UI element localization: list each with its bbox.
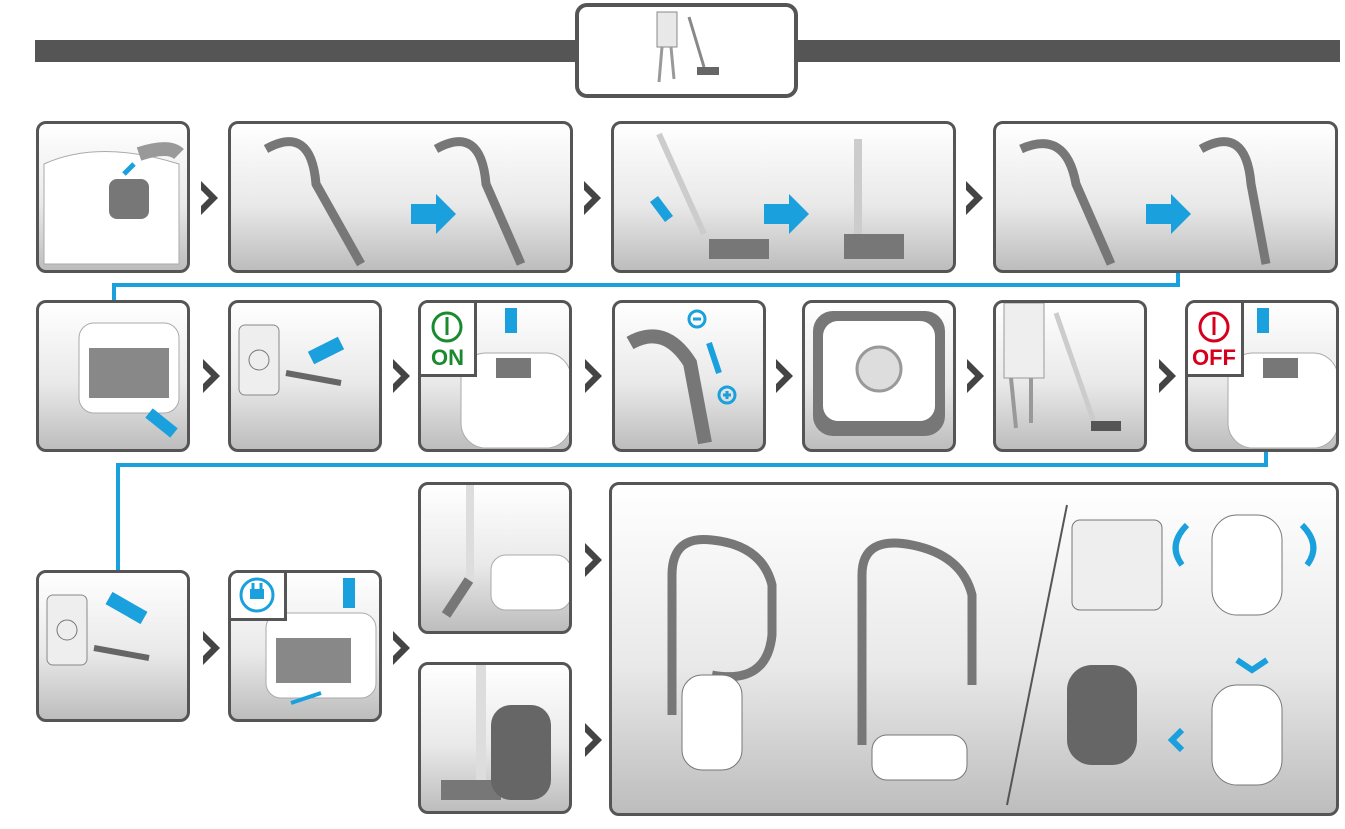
power-off-icon <box>1198 311 1230 343</box>
chevron-right-icon <box>964 356 988 401</box>
chevron-right-icon <box>582 356 606 401</box>
step-park-wand <box>418 482 572 634</box>
step-pull-cord <box>36 300 190 452</box>
chevron-right-icon <box>390 356 414 401</box>
chevron-right-icon <box>390 628 414 673</box>
connector-line <box>116 463 1268 467</box>
header-bar-left <box>35 40 580 62</box>
chevron-right-icon <box>200 356 224 401</box>
minus-icon <box>687 309 707 329</box>
power-on-icon <box>431 311 463 343</box>
connector-line <box>112 283 116 303</box>
step-attach-wand <box>228 121 573 273</box>
chevron-right-icon <box>582 720 606 765</box>
step-unplug <box>36 570 190 722</box>
chevron-right-icon <box>1156 356 1180 401</box>
chevron-right-icon <box>581 178 605 223</box>
step-adjust-wand <box>993 121 1338 273</box>
connector-line <box>112 283 1180 287</box>
step-store-upright <box>418 662 572 814</box>
connector-line <box>1264 452 1268 467</box>
header-bar-right <box>795 40 1340 62</box>
header-icon-box <box>575 3 798 98</box>
chevron-right-icon <box>582 540 606 585</box>
plus-icon <box>717 385 737 405</box>
connector-line <box>116 463 120 573</box>
step-power-dial <box>802 300 956 452</box>
step-rewind-cord <box>228 570 382 722</box>
step-vacuuming <box>993 300 1147 452</box>
step-adjust-suction <box>612 300 766 452</box>
connector-line <box>1176 268 1180 287</box>
plug-badge <box>231 573 287 621</box>
step-connect-hose <box>36 121 190 273</box>
chevron-right-icon <box>200 628 224 673</box>
step-storage-positions <box>609 482 1339 816</box>
step-switch-off: OFF <box>1185 300 1339 452</box>
vacuum-cleaner-icon <box>656 11 719 83</box>
on-label: ON <box>431 345 464 370</box>
step-plug-in <box>228 300 382 452</box>
chevron-right-icon <box>963 178 987 223</box>
power-on-badge: ON <box>421 303 477 377</box>
chevron-right-icon <box>773 356 797 401</box>
plug-icon <box>239 577 275 613</box>
power-off-badge: OFF <box>1188 303 1244 377</box>
chevron-right-icon <box>198 178 222 223</box>
step-attach-nozzle <box>611 121 956 273</box>
step-switch-on: ON <box>418 300 572 452</box>
off-label: OFF <box>1192 345 1236 370</box>
